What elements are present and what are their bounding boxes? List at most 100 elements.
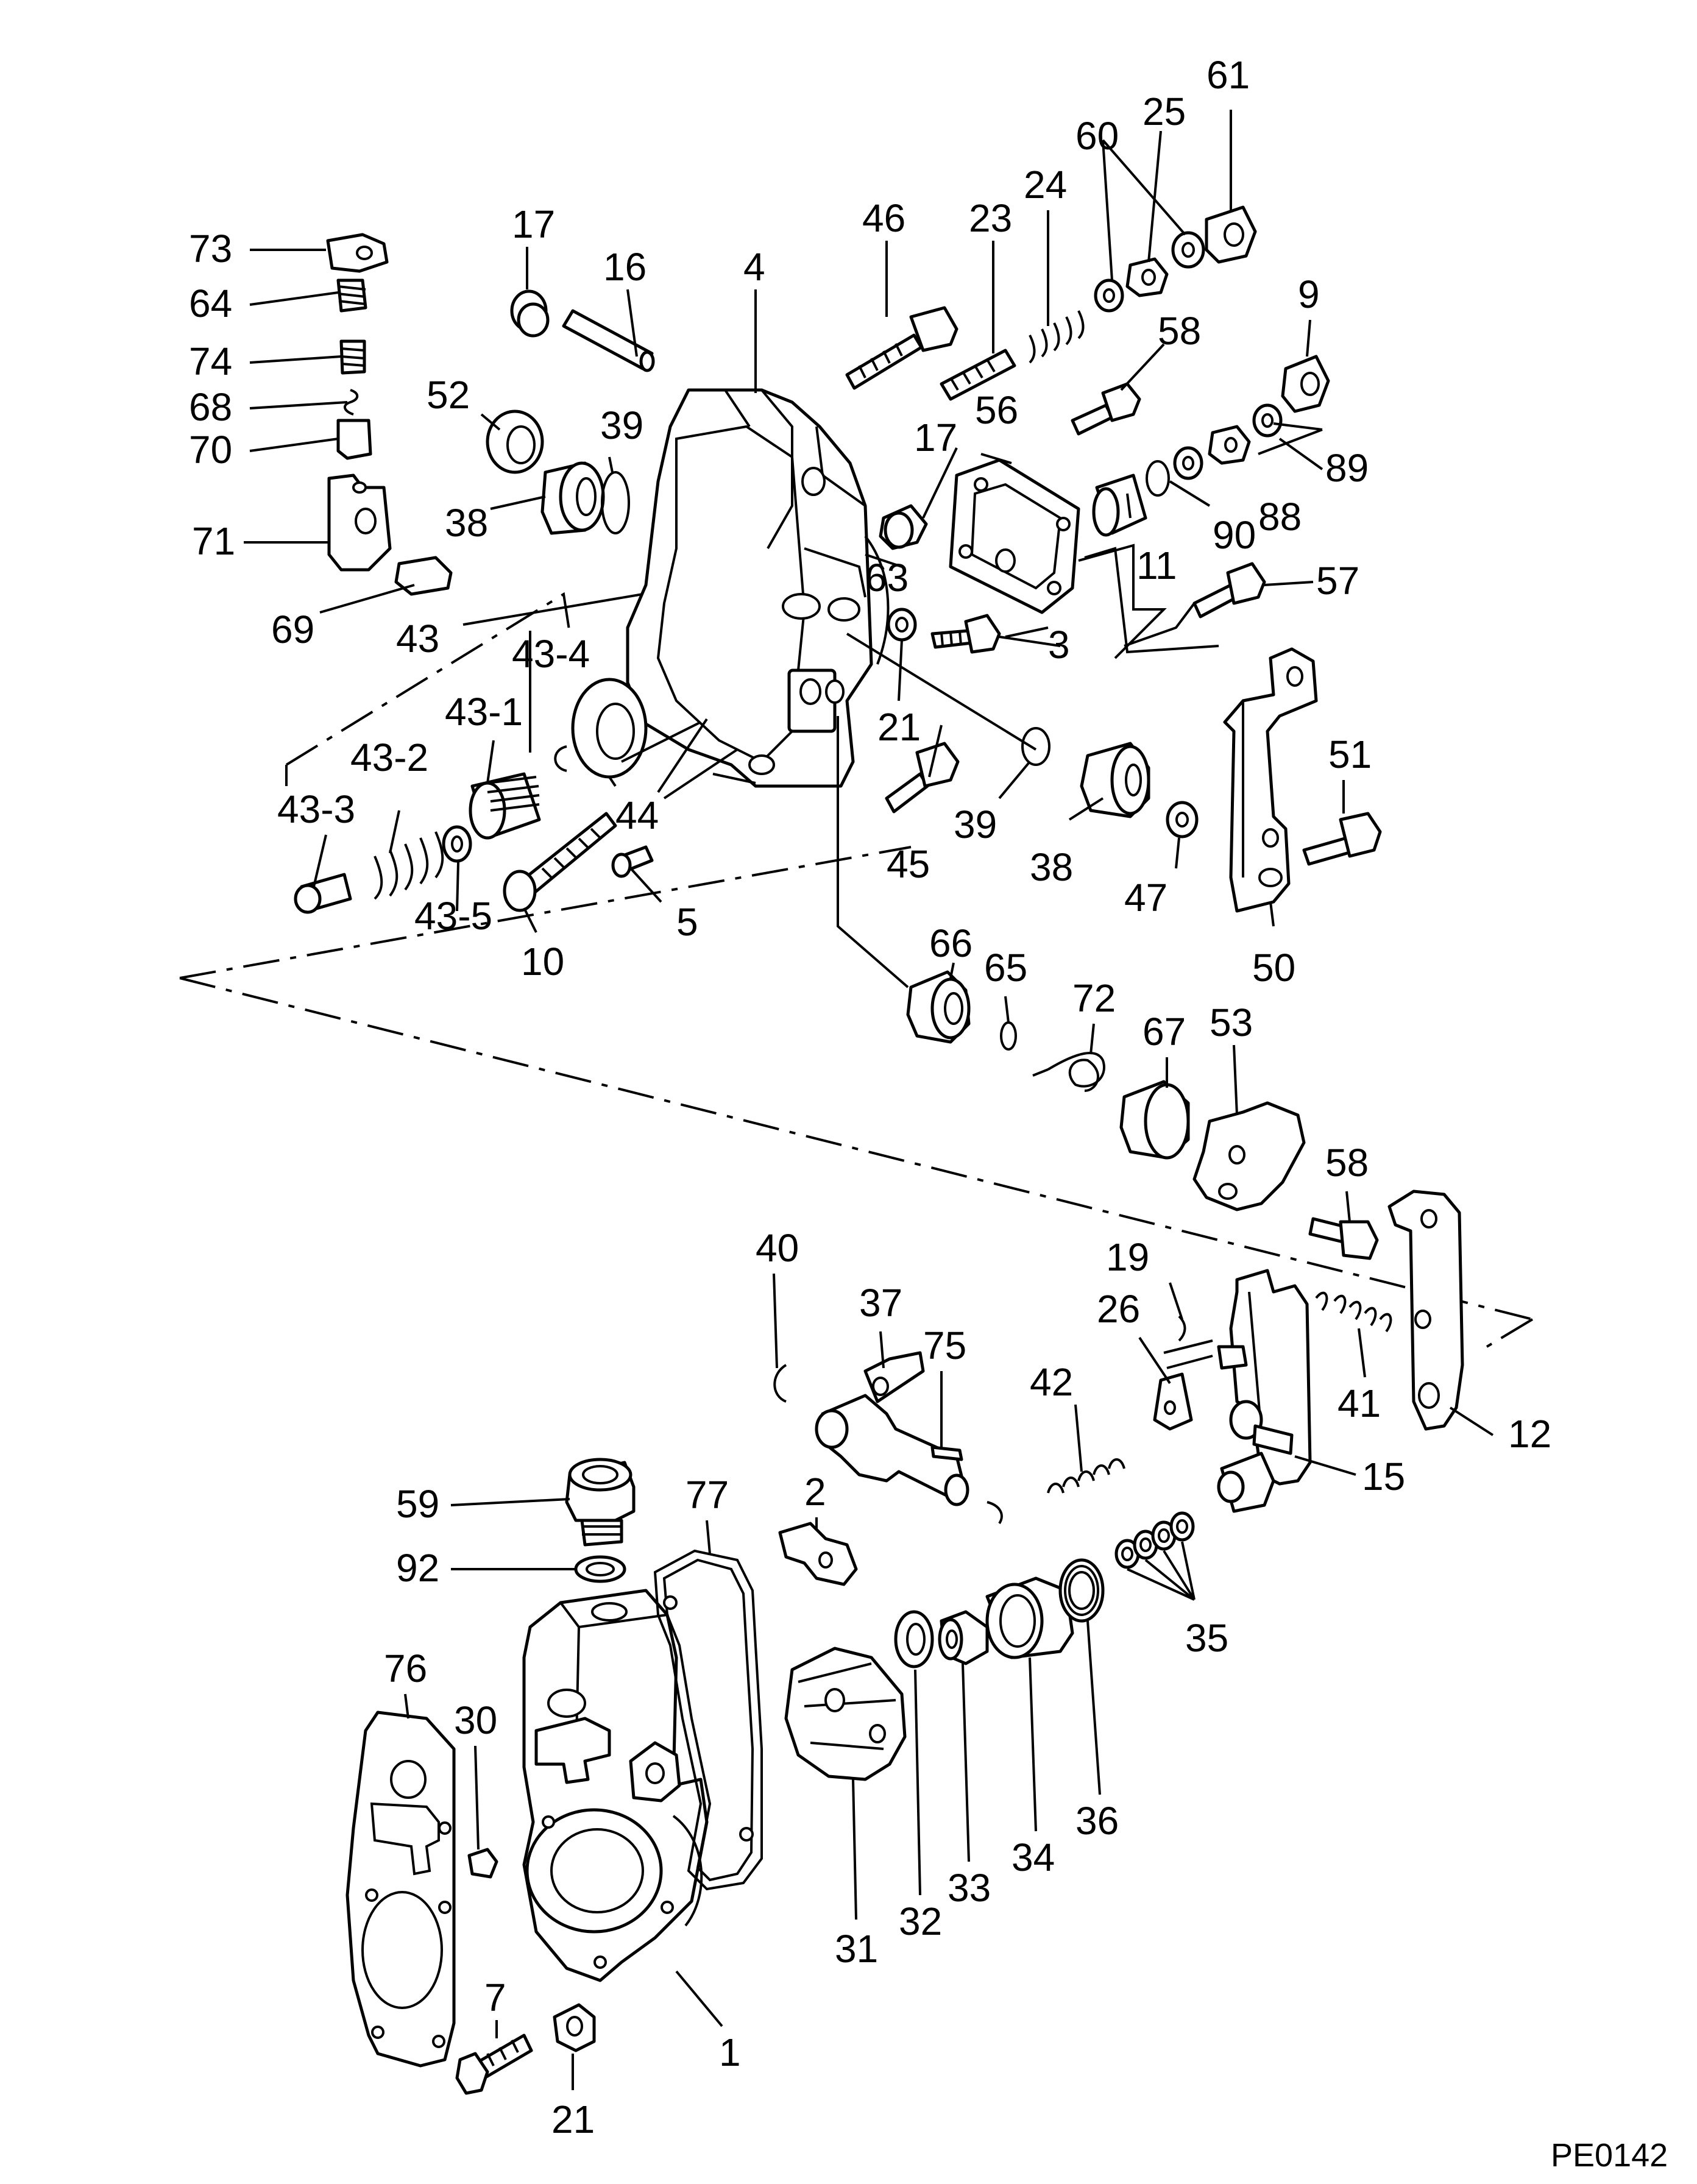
label-p45: 45 bbox=[887, 842, 930, 886]
label-p43: 43 bbox=[396, 617, 439, 661]
label-p61: 61 bbox=[1206, 53, 1250, 97]
label-p34: 34 bbox=[1011, 1835, 1055, 1879]
bolt bbox=[1071, 382, 1141, 436]
label-p63: 63 bbox=[865, 556, 909, 600]
label-p38a: 38 bbox=[445, 501, 488, 545]
label-p75: 75 bbox=[923, 1324, 966, 1367]
label-p60: 60 bbox=[1075, 114, 1119, 158]
label-p43_3: 43-3 bbox=[277, 787, 355, 831]
nut bbox=[553, 2003, 596, 2052]
label-p4: 4 bbox=[743, 245, 765, 289]
key bbox=[467, 1848, 498, 1879]
bolt bbox=[1302, 812, 1382, 866]
label-p68: 68 bbox=[189, 385, 232, 429]
label-p89: 89 bbox=[1325, 446, 1369, 490]
label-p77: 77 bbox=[686, 1473, 729, 1517]
gasket bbox=[345, 1711, 456, 2068]
label-p12: 12 bbox=[1508, 1412, 1551, 1456]
label-p88: 88 bbox=[1258, 495, 1302, 539]
label-p3: 3 bbox=[1048, 623, 1070, 667]
spring-lever-set bbox=[1153, 1269, 1392, 1513]
label-p31: 31 bbox=[835, 1927, 878, 1971]
plate bbox=[778, 1522, 858, 1586]
gasket bbox=[653, 1549, 763, 1891]
label-p11: 11 bbox=[1136, 544, 1177, 587]
label-p10: 10 bbox=[521, 940, 564, 984]
label-p71: 71 bbox=[192, 519, 235, 563]
label-p58a: 58 bbox=[1158, 309, 1201, 353]
label-p53: 53 bbox=[1210, 1001, 1253, 1044]
label-p33: 33 bbox=[948, 1866, 991, 1910]
bolt bbox=[1192, 562, 1266, 619]
governor-housing bbox=[626, 388, 902, 788]
label-p43_1: 43-1 bbox=[445, 690, 523, 734]
washer-bolt-nut bbox=[887, 608, 1001, 654]
shaft-pin bbox=[562, 309, 655, 372]
fitting-gasket bbox=[565, 1458, 636, 1583]
label-p39a: 39 bbox=[600, 403, 643, 447]
screw bbox=[611, 845, 654, 878]
label-p69: 69 bbox=[271, 608, 314, 651]
part-labels: 73 64 74 68 70 71 69 17 16 4 52 39 38 43… bbox=[189, 53, 1668, 2174]
small-parts-stack bbox=[326, 233, 453, 596]
governor-spring-assembly bbox=[294, 678, 648, 914]
control-shaft-set bbox=[773, 1351, 1125, 1525]
label-p35: 35 bbox=[1185, 1616, 1228, 1660]
label-p25: 25 bbox=[1143, 90, 1186, 133]
label-p32: 32 bbox=[899, 1899, 942, 1943]
label-p76: 76 bbox=[384, 1647, 427, 1690]
label-p90: 90 bbox=[1213, 513, 1256, 557]
label-p43_4: 43-4 bbox=[512, 632, 590, 676]
label-p57: 57 bbox=[1316, 559, 1359, 603]
label-p40: 40 bbox=[756, 1226, 799, 1270]
label-p9: 9 bbox=[1298, 272, 1320, 316]
label-p70: 70 bbox=[189, 428, 232, 472]
label-p51: 51 bbox=[1328, 732, 1372, 776]
bolt bbox=[503, 812, 617, 912]
label-p37: 37 bbox=[859, 1281, 902, 1325]
assembly-centerlines bbox=[179, 592, 1534, 1348]
label-p23: 23 bbox=[969, 196, 1012, 240]
label-p38b: 38 bbox=[1030, 845, 1073, 889]
figure-code: PE0142 bbox=[1551, 2137, 1668, 2174]
oring-bushing-right bbox=[1021, 727, 1199, 838]
label-p30: 30 bbox=[454, 1698, 497, 1742]
label-p15: 15 bbox=[1362, 1455, 1405, 1498]
bolt bbox=[845, 306, 958, 390]
label-p39b: 39 bbox=[954, 803, 997, 846]
label-p5: 5 bbox=[676, 900, 698, 944]
cover-plate bbox=[949, 458, 1080, 614]
bolt bbox=[1308, 1217, 1379, 1260]
lever bbox=[1387, 1190, 1464, 1431]
label-p36: 36 bbox=[1075, 1799, 1119, 1843]
label-p50: 50 bbox=[1252, 946, 1295, 990]
label-p73: 73 bbox=[189, 227, 232, 271]
label-p58b: 58 bbox=[1325, 1141, 1369, 1185]
pump-housing bbox=[522, 1589, 709, 1982]
label-p19: 19 bbox=[1106, 1235, 1149, 1279]
plug bbox=[879, 504, 928, 550]
label-p66: 66 bbox=[929, 921, 972, 965]
label-p42: 42 bbox=[1030, 1360, 1073, 1404]
plug bbox=[510, 289, 550, 338]
label-p56: 56 bbox=[975, 388, 1018, 432]
lever-bracket bbox=[1223, 647, 1318, 913]
flyweight-assembly bbox=[784, 1511, 1195, 1781]
bolt bbox=[455, 2033, 533, 2095]
label-p72: 72 bbox=[1072, 976, 1116, 1020]
label-p21b: 21 bbox=[551, 2097, 595, 2141]
label-p16: 16 bbox=[603, 245, 647, 289]
label-p46: 46 bbox=[862, 196, 905, 240]
label-p17b: 17 bbox=[914, 416, 957, 459]
label-p65: 65 bbox=[984, 946, 1027, 990]
label-p43_2: 43-2 bbox=[350, 736, 428, 779]
cap-nut-set bbox=[1092, 355, 1330, 537]
bushing bbox=[540, 461, 605, 535]
label-p74: 74 bbox=[189, 339, 232, 383]
label-p92: 92 bbox=[396, 1546, 439, 1590]
seal-ring bbox=[486, 410, 544, 474]
label-p17a: 17 bbox=[512, 202, 555, 246]
adjusting-screw-set bbox=[940, 205, 1257, 401]
o-ring bbox=[601, 471, 630, 534]
